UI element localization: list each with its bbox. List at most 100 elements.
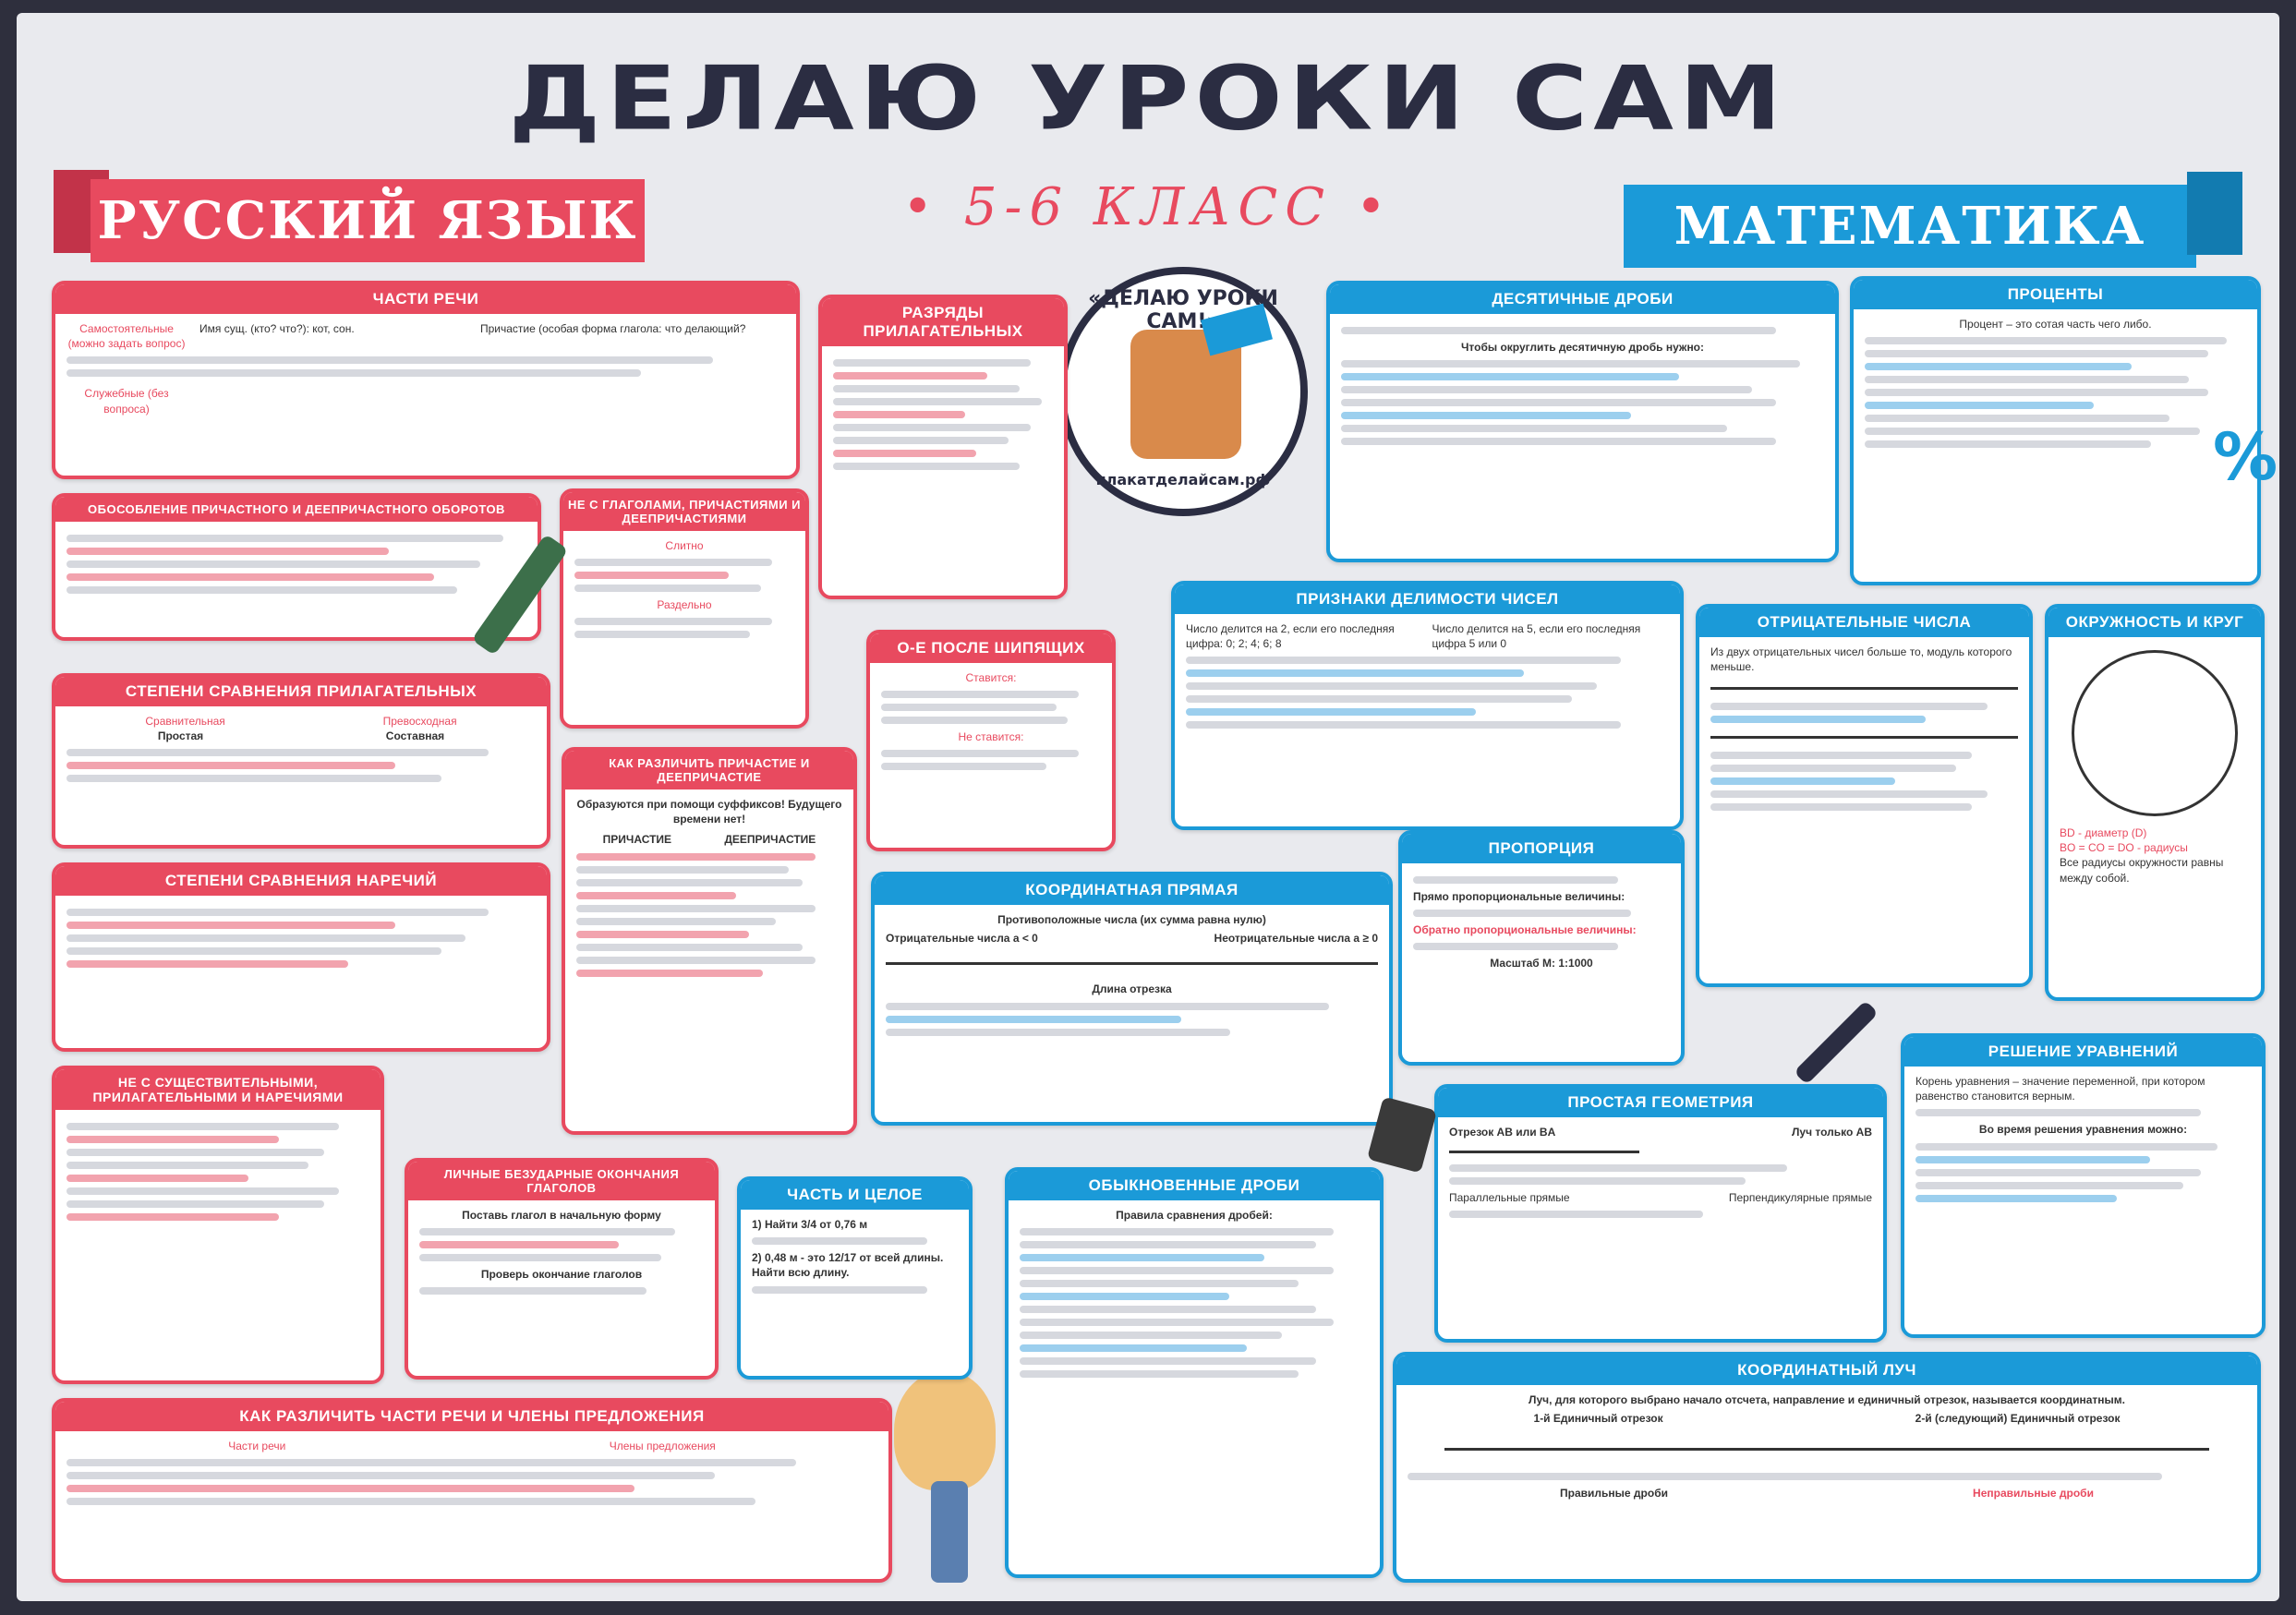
- text-snippet: 2-й (следующий) Единичный отрезок: [1915, 1412, 2121, 1426]
- number-line: [886, 962, 1378, 966]
- segment-line: [1449, 1151, 1640, 1154]
- text-snippet: Луч, для которого выбрано начало отсчета…: [1529, 1393, 2125, 1406]
- card-desyatichnye: ДЕСЯТИЧНЫЕ ДРОБИ Чтобы округлить десятич…: [1326, 281, 1839, 562]
- card-kak-razlichit-prich: КАК РАЗЛИЧИТЬ ПРИЧАСТИЕ И ДЕЕПРИЧАСТИЕ О…: [562, 747, 857, 1135]
- number-ray: [1444, 1448, 2209, 1452]
- text-snippet: Прямо пропорциональные величины:: [1413, 890, 1625, 903]
- text-snippet: Число делится на 2, если его последняя ц…: [1186, 622, 1395, 651]
- card-lichnye-okonchaniya: ЛИЧНЫЕ БЕЗУДАРНЫЕ ОКОНЧАНИЯ ГЛАГОЛОВ Пос…: [405, 1158, 719, 1380]
- mascot-body-icon: [931, 1481, 968, 1583]
- text-snippet: Сравнительная: [145, 715, 225, 728]
- logo-badge: «ДЕЛАЮ УРОКИ САМ!» плакатделайсам.рф: [1058, 267, 1308, 516]
- card-reshenie-uravneniy: РЕШЕНИЕ УРАВНЕНИЙ Корень уравнения – зна…: [1901, 1033, 2266, 1338]
- card-title: КООРДИНАТНЫЙ ЛУЧ: [1396, 1356, 2257, 1385]
- card-obyknovennye: ОБЫКНОВЕННЫЕ ДРОБИ Правила сравнения дро…: [1005, 1167, 1384, 1578]
- text-snippet: Простая: [157, 729, 204, 743]
- text-snippet: Неотрицательные числа a ≥ 0: [1214, 932, 1378, 946]
- text-snippet: Во время решения уравнения можно:: [1978, 1123, 2188, 1137]
- card-title: РАЗРЯДЫ ПРИЛАГАТЕЛЬНЫХ: [822, 298, 1064, 346]
- text-snippet: 1) Найти 3/4 от 0,76 м: [752, 1218, 868, 1231]
- text-snippet: Части речи: [228, 1440, 286, 1452]
- text-snippet: Корень уравнения – значение переменной, …: [1915, 1075, 2205, 1103]
- ribbon-tail-right: [2187, 172, 2242, 255]
- card-protsenty: ПРОЦЕНТЫ Процент – это сотая часть чего …: [1850, 276, 2261, 585]
- text-snippet: Все радиусы окружности равны между собой…: [2060, 856, 2224, 885]
- card-title: ПРИЗНАКИ ДЕЛИМОСТИ ЧИСЕЛ: [1175, 585, 1680, 614]
- card-title: ЧАСТЬ И ЦЕЛОЕ: [741, 1180, 969, 1210]
- card-title: ДЕСЯТИЧНЫЕ ДРОБИ: [1330, 284, 1835, 314]
- card-koordinatnaya-pryamaya: КООРДИНАТНАЯ ПРЯМАЯ Противоположные числ…: [871, 872, 1393, 1126]
- text-snippet: Правильные дроби: [1560, 1487, 1668, 1501]
- card-stepeni-narech: СТЕПЕНИ СРАВНЕНИЯ НАРЕЧИЙ: [52, 862, 550, 1052]
- card-proportsiya: ПРОПОРЦИЯ Прямо пропорциональные величин…: [1398, 830, 1685, 1066]
- number-line: [1710, 736, 2018, 740]
- card-title: НЕ С ГЛАГОЛАМИ, ПРИЧАСТИЯМИ И ДЕЕПРИЧАСТ…: [563, 492, 805, 531]
- text-snippet: Слитно: [665, 539, 704, 552]
- card-title: КАК РАЗЛИЧИТЬ ЧАСТИ РЕЧИ И ЧЛЕНЫ ПРЕДЛОЖ…: [55, 1402, 888, 1431]
- text-snippet: BD - диаметр (D): [2060, 826, 2147, 839]
- card-priznaki-delimosti: ПРИЗНАКИ ДЕЛИМОСТИ ЧИСЕЛ Число делится н…: [1171, 581, 1684, 830]
- card-stepeni-prilag: СТЕПЕНИ СРАВНЕНИЯ ПРИЛАГАТЕЛЬНЫХ Сравнит…: [52, 673, 550, 849]
- text-snippet: Длина отрезка: [1092, 982, 1172, 996]
- text-snippet: Противоположные числа (их сумма равна ну…: [997, 913, 1266, 926]
- card-title: ЧАСТИ РЕЧИ: [55, 284, 796, 314]
- text-snippet: Раздельно: [657, 598, 712, 612]
- card-title: О-Е ПОСЛЕ ШИПЯЩИХ: [870, 633, 1112, 663]
- text-snippet: Отрезок AB или BA: [1449, 1126, 1556, 1139]
- card-koordinatny-luch: КООРДИНАТНЫЙ ЛУЧ Луч, для которого выбра…: [1393, 1352, 2261, 1583]
- card-title: РЕШЕНИЕ УРАВНЕНИЙ: [1904, 1037, 2262, 1067]
- text-snippet: Из двух отрицательных чисел больше то, м…: [1710, 645, 2012, 674]
- text-snippet: Служебные (без вопроса): [84, 387, 169, 416]
- card-razryady: РАЗРЯДЫ ПРИЛАГАТЕЛЬНЫХ: [818, 295, 1068, 599]
- logo-site: плакатделайсам.рф: [1095, 471, 1271, 488]
- pen-icon: [1794, 1000, 1879, 1085]
- circle-diagram-icon: [2072, 650, 2238, 816]
- card-title: ОТРИЦАТЕЛЬНЫЕ ЧИСЛА: [1699, 608, 2029, 637]
- text-snippet: Процент – это сотая часть чего либо.: [1959, 318, 2152, 331]
- text-snippet: 1-й Единичный отрезок: [1533, 1412, 1663, 1426]
- text-snippet: Причастие (особая форма глагола: что дел…: [480, 322, 746, 335]
- card-okruzhnost: ОКРУЖНОСТЬ И КРУГ BD - диаметр (D) BO = …: [2045, 604, 2265, 1001]
- number-line: [1710, 687, 2018, 691]
- grade-subtitle: • 5-6 КЛАСС •: [902, 177, 1394, 237]
- card-prostaya-geometriya: ПРОСТАЯ ГЕОМЕТРИЯ Отрезок AB или BA Луч т…: [1434, 1084, 1887, 1343]
- card-obosoblenie: ОБОСОБЛЕНИЕ ПРИЧАСТНОГО И ДЕЕПРИЧАСТНОГО…: [52, 493, 541, 641]
- math-ribbon: МАТЕМАТИКА: [1624, 185, 2196, 268]
- text-snippet: Число делится на 5, если его последняя ц…: [1432, 622, 1641, 651]
- text-snippet: BO = CO = DO - радиусы: [2060, 841, 2188, 855]
- text-snippet: Не ставится:: [958, 730, 1024, 744]
- text-snippet: ДЕЕПРИЧАСТИЕ: [724, 833, 816, 847]
- card-title: НЕ С СУЩЕСТВИТЕЛЬНЫМИ, ПРИЛАГАТЕЛЬНЫМИ И…: [55, 1069, 381, 1110]
- text-snippet: Поставь глагол в начальную форму: [462, 1209, 661, 1222]
- poster: ДЕЛАЮ УРОКИ САМ • 5-6 КЛАСС • РУССКИЙ ЯЗ…: [17, 13, 2279, 1601]
- card-title: ПРОЦЕНТЫ: [1854, 280, 2257, 309]
- card-title: ПРОСТАЯ ГЕОМЕТРИЯ: [1438, 1088, 1883, 1117]
- text-snippet: Превосходная: [382, 715, 457, 728]
- text-snippet: Неправильные дроби: [1973, 1487, 2094, 1501]
- card-ne-glagoly: НЕ С ГЛАГОЛАМИ, ПРИЧАСТИЯМИ И ДЕЕПРИЧАСТ…: [560, 488, 809, 729]
- card-title: ОБЫКНОВЕННЫЕ ДРОБИ: [1009, 1171, 1380, 1200]
- text-snippet: Обратно пропорциональные величины:: [1413, 923, 1637, 937]
- text-snippet: Образуются при помощи суффиксов! Будущег…: [576, 798, 842, 826]
- text-snippet: Чтобы округлить десятичную дробь нужно:: [1460, 341, 1705, 354]
- card-title: ПРОПОРЦИЯ: [1402, 834, 1681, 863]
- text-snippet: Масштаб М: 1:1000: [1490, 957, 1593, 970]
- card-title: СТЕПЕНИ СРАВНЕНИЯ ПРИЛАГАТЕЛЬНЫХ: [55, 677, 547, 706]
- card-title: СТЕПЕНИ СРАВНЕНИЯ НАРЕЧИЙ: [55, 866, 547, 896]
- card-title: ОКРУЖНОСТЬ И КРУГ: [2048, 608, 2261, 637]
- card-title: КООРДИНАТНАЯ ПРЯМАЯ: [875, 875, 1389, 905]
- text-snippet: Перпендикулярные прямые: [1728, 1191, 1872, 1205]
- text-snippet: 2) 0,48 м - это 12/17 от всей длины. Най…: [752, 1251, 944, 1280]
- student-mascot-icon: [894, 1370, 996, 1490]
- card-posle-shipyashchikh: О-Е ПОСЛЕ ШИПЯЩИХ Ставится: Не ставится:: [866, 630, 1116, 851]
- card-ne-sushch: НЕ С СУЩЕСТВИТЕЛЬНЫМИ, ПРИЛАГАТЕЛЬНЫМИ И…: [52, 1066, 384, 1384]
- russian-ribbon: РУССКИЙ ЯЗЫК: [91, 179, 645, 262]
- text-snippet: Луч только AB: [1792, 1126, 1872, 1139]
- text-snippet: Проверь окончание глаголов: [480, 1268, 643, 1282]
- card-title: КАК РАЗЛИЧИТЬ ПРИЧАСТИЕ И ДЕЕПРИЧАСТИЕ: [565, 751, 853, 789]
- card-title: ОБОСОБЛЕНИЕ ПРИЧАСТНОГО И ДЕЕПРИЧАСТНОГО…: [55, 497, 538, 522]
- poster-title: ДЕЛАЮ УРОКИ САМ: [508, 47, 1788, 151]
- card-chast-i-tseloe: ЧАСТЬ И ЦЕЛОЕ 1) Найти 3/4 от 0,76 м 2) …: [737, 1176, 973, 1380]
- logo-title: «ДЕЛАЮ УРОКИ САМ!»: [1088, 287, 1278, 333]
- text-snippet: ПРИЧАСТИЕ: [602, 833, 672, 847]
